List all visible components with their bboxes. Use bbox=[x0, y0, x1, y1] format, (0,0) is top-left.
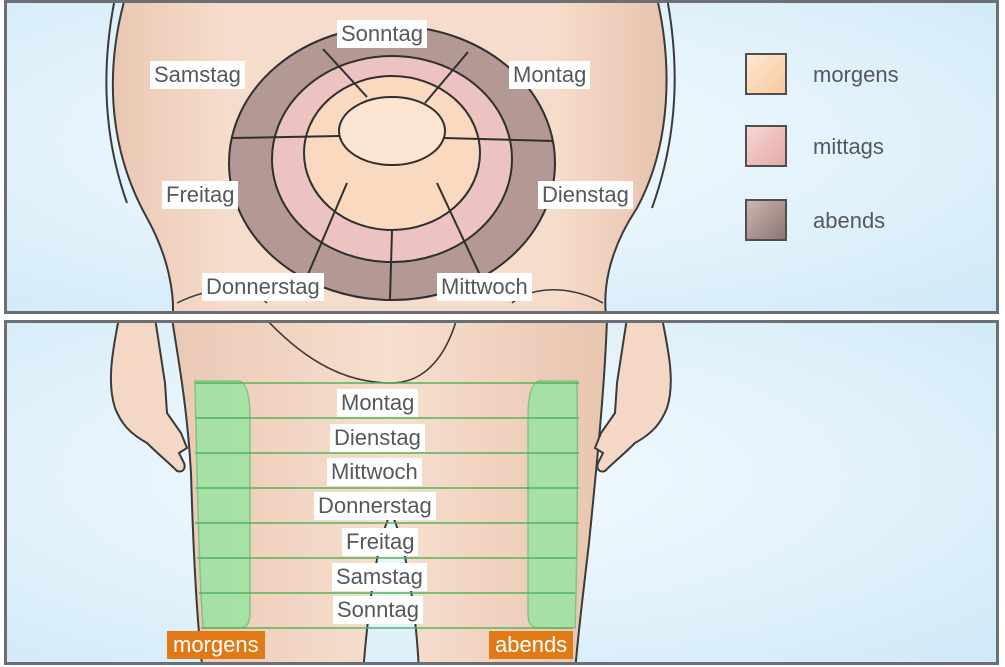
day-label-mittwoch: Mittwoch bbox=[327, 458, 422, 486]
navel-oval bbox=[339, 97, 445, 165]
day-label-sonntag: Sonntag bbox=[333, 596, 423, 624]
label-donnerstag: Donnerstag bbox=[202, 273, 324, 301]
day-label-freitag: Freitag bbox=[342, 528, 418, 556]
label-freitag: Freitag bbox=[162, 181, 238, 209]
thigh-illustration bbox=[7, 323, 999, 665]
day-label-samstag: Samstag bbox=[332, 563, 427, 591]
legend-label-morgens: morgens bbox=[813, 61, 899, 89]
legend-label-mittags: mittags bbox=[813, 133, 884, 161]
legend-swatch-morgens bbox=[745, 53, 787, 95]
thigh-panel: Montag Dienstag Mittwoch Donnerstag Frei… bbox=[4, 320, 999, 665]
abdomen-panel: Sonntag Samstag Montag Freitag Dienstag … bbox=[4, 0, 999, 314]
label-samstag: Samstag bbox=[150, 61, 245, 89]
tag-abends: abends bbox=[489, 631, 573, 659]
legend-swatch-abends bbox=[745, 199, 787, 241]
day-label-dienstag: Dienstag bbox=[330, 424, 425, 452]
legend-label-abends: abends bbox=[813, 207, 885, 235]
label-montag: Montag bbox=[509, 61, 590, 89]
day-label-montag: Montag bbox=[337, 389, 418, 417]
label-sonntag: Sonntag bbox=[337, 20, 427, 48]
day-label-donnerstag: Donnerstag bbox=[314, 492, 436, 520]
tag-morgens: morgens bbox=[167, 631, 265, 659]
label-mittwoch: Mittwoch bbox=[437, 273, 532, 301]
label-dienstag: Dienstag bbox=[538, 181, 633, 209]
legend-swatch-mittags bbox=[745, 125, 787, 167]
